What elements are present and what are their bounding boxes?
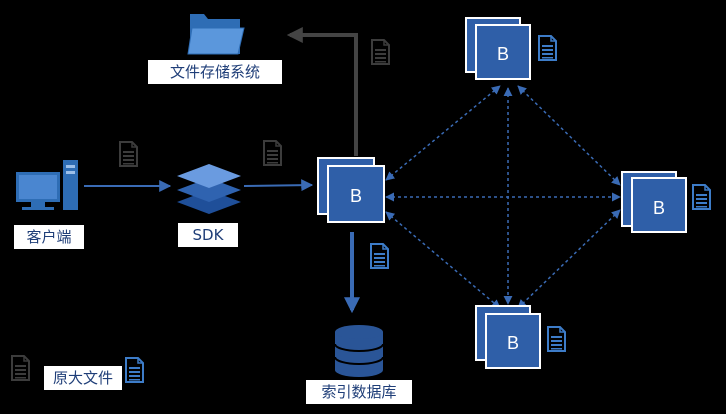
file-storage-label: 文件存储系统 [148,60,282,84]
index-db-label: 索引数据库 [306,380,412,404]
layers-icon [177,164,241,214]
document-icon [547,326,566,352]
database-icon [334,325,384,377]
block-letter: B [653,198,665,218]
sdk-label: SDK [178,223,238,247]
document-icon [371,39,390,65]
block-node-top: B [465,17,531,80]
document-icon [119,141,138,167]
block-letter: B [507,333,519,353]
document-icon [263,140,282,166]
block-node-main: B [317,157,385,223]
client-label: 客户端 [14,225,84,249]
document-icon [11,355,30,381]
document-icon [370,243,389,269]
document-icon [538,35,557,61]
computer-icon [16,160,78,210]
upload-to-storage-arrow [286,27,358,156]
block-node-bottom: B [475,305,541,369]
document-icon [125,357,144,383]
block-letter: B [497,44,509,64]
sdk-to-block-arrow [243,179,314,192]
block-letter: B [350,186,362,206]
document-icon [692,184,711,210]
folder-icon [187,14,245,55]
node-mesh-links [385,85,621,309]
legend-original-file-label: 原大文件 [44,366,122,390]
block-node-right: B [621,171,687,233]
